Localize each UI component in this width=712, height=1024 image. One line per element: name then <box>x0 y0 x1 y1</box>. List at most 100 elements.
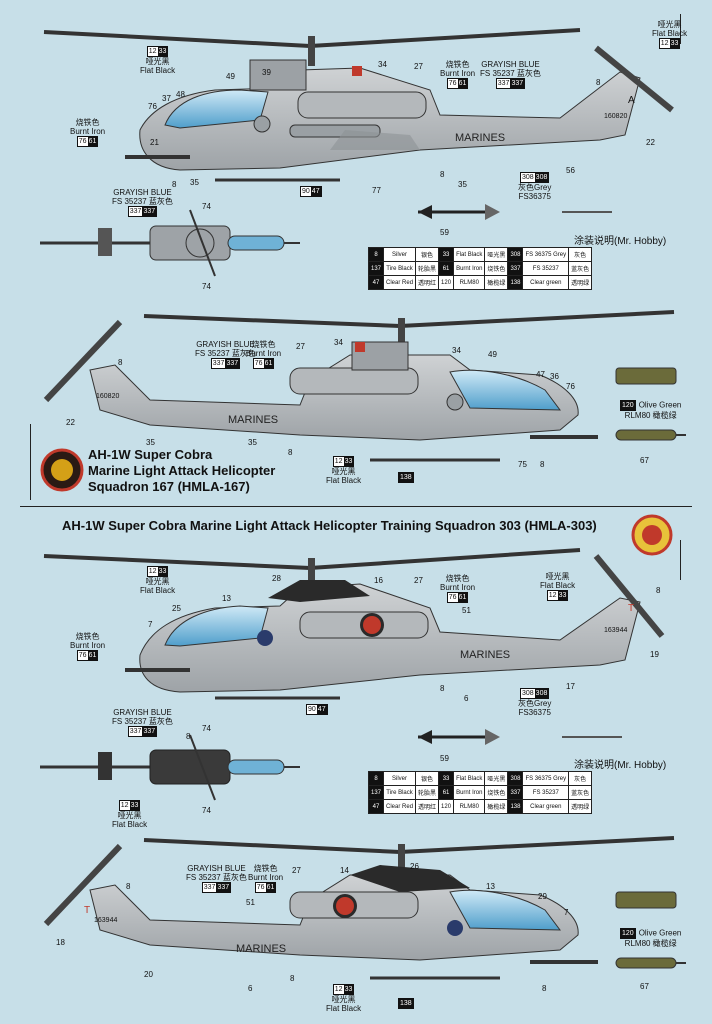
callout-number: 34 <box>378 60 387 69</box>
section-divider <box>20 506 692 507</box>
callout-number: 51 <box>246 898 255 907</box>
helicopter-side-view-b <box>43 310 675 462</box>
callout-number: 59 <box>440 754 449 763</box>
marines-marking-d: MARINES <box>236 943 287 955</box>
helicopter-top-view-c <box>40 734 300 801</box>
fuel-tank-side-item <box>615 367 686 441</box>
callout-number: 47 <box>536 370 545 379</box>
callout-number: 74 <box>202 724 211 733</box>
callout-number: 49 <box>488 350 497 359</box>
marines-marking-a: MARINES <box>455 132 506 144</box>
hmla-303-badge <box>631 514 673 556</box>
callout-number: 35 <box>190 178 199 187</box>
callout-number: 36 <box>550 372 559 381</box>
callout-number: 39 <box>262 68 271 77</box>
callout-number: 28 <box>272 574 281 583</box>
helicopter-top-view-a <box>40 209 300 277</box>
callout-number: 76 <box>148 102 157 111</box>
squadron-167-line1: AH-1W Super Cobra <box>88 447 213 462</box>
callout-number: 67 <box>640 982 649 991</box>
callout-number: 37 <box>162 94 171 103</box>
callout-number: 6 <box>248 984 253 993</box>
callout-number: 75 <box>518 460 527 469</box>
guide-tick <box>680 14 681 44</box>
callout-number: 16 <box>374 576 383 585</box>
callout-number: 8 <box>288 448 293 457</box>
tail-code-a: A <box>628 95 635 106</box>
callout-number: 20 <box>144 970 153 979</box>
callout-number: 25 <box>172 604 181 613</box>
callout-number: 74 <box>202 202 211 211</box>
helicopter-side-view-a <box>43 28 674 182</box>
clear-green-code-b: 138 <box>398 472 414 483</box>
callout-number: 49 <box>226 72 235 81</box>
callout-number: 17 <box>566 682 575 691</box>
tail-serial-c: 163944 <box>604 627 628 634</box>
callout-number: 27 <box>292 866 301 875</box>
callout-number: 48 <box>176 90 185 99</box>
squadron-167-line2: Marine Light Attack Helicopter <box>88 463 276 478</box>
legend-title-a: 涂装说明(Mr. Hobby) <box>574 236 667 247</box>
clear-green-code-d: 138 <box>398 998 414 1009</box>
callout-number: 27 <box>296 342 305 351</box>
helicopter-side-view-d <box>43 836 675 980</box>
fuel-tank-side-item-d <box>615 891 686 969</box>
callout-number: 8 <box>186 732 191 741</box>
tail-serial-b: 160820 <box>96 393 120 400</box>
callout-number: 26 <box>410 862 419 871</box>
callout-number: 8 <box>440 170 445 179</box>
callout-number: 8 <box>440 684 445 693</box>
callout-number: 19 <box>650 650 659 659</box>
callout-number: 13 <box>486 882 495 891</box>
legend-title-c: 涂装说明(Mr. Hobby) <box>574 760 667 771</box>
callout-number: 8 <box>540 460 545 469</box>
tail-code-d: T <box>84 905 91 916</box>
callout-number: 34 <box>334 338 343 347</box>
callout-number: 22 <box>646 138 655 147</box>
callout-number: 29 <box>538 892 547 901</box>
callout-number: 7 <box>148 620 153 629</box>
callout-number: 8 <box>656 586 661 595</box>
callout-number: 27 <box>414 62 423 71</box>
guide-tick <box>30 424 31 500</box>
callout-number: 56 <box>566 166 575 175</box>
callout-number: 67 <box>640 456 649 465</box>
callout-number: 77 <box>372 186 381 195</box>
tail-code-c: T <box>628 603 635 614</box>
callout-number: 13 <box>222 594 231 603</box>
callout-number: 59 <box>440 228 449 237</box>
callout-number: 74 <box>202 282 211 291</box>
missile-c <box>418 729 622 745</box>
callout-number: 21 <box>150 138 159 147</box>
squadron-303-title: AH-1W Super Cobra Marine Light Attack He… <box>62 518 597 533</box>
callout-number: 34 <box>452 346 461 355</box>
marines-marking-c: MARINES <box>460 649 511 661</box>
callout-number: 7 <box>564 908 569 917</box>
